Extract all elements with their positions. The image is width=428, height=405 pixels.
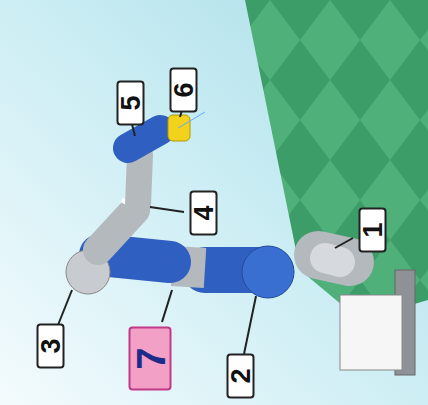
leader-line bbox=[58, 290, 72, 325]
callout-box: 1 bbox=[358, 208, 386, 253]
callout-number: 5 bbox=[117, 95, 144, 110]
callout-number: 1 bbox=[359, 222, 386, 237]
wrist-link bbox=[138, 155, 140, 205]
callout-box: 5 bbox=[116, 81, 144, 126]
leader-line bbox=[162, 290, 172, 322]
callout-box: 7 bbox=[129, 326, 172, 390]
callout-box: 3 bbox=[36, 324, 64, 369]
callout-number: 3 bbox=[37, 338, 64, 353]
joint-1 bbox=[318, 255, 350, 262]
callout-number: 7 bbox=[130, 347, 170, 369]
callout-number: 4 bbox=[190, 205, 217, 220]
tool-axis bbox=[178, 112, 205, 128]
leader-lines bbox=[58, 110, 353, 354]
tool-6 bbox=[168, 115, 190, 141]
robot bbox=[66, 112, 415, 375]
leader-line bbox=[335, 238, 353, 248]
leader-line bbox=[150, 207, 184, 212]
joint-1-highlight bbox=[325, 258, 340, 262]
leader-line bbox=[132, 124, 135, 136]
callout-number: 2 bbox=[227, 368, 254, 383]
callout-box: 6 bbox=[169, 68, 197, 113]
joint-2 bbox=[242, 246, 294, 298]
callout-box: 2 bbox=[226, 354, 254, 399]
joint-4-link bbox=[98, 210, 135, 250]
callout-box: 4 bbox=[189, 191, 217, 236]
joint-5 bbox=[128, 130, 160, 148]
callout-number: 6 bbox=[170, 82, 197, 97]
leader-line bbox=[244, 296, 256, 354]
base-box bbox=[340, 295, 402, 370]
